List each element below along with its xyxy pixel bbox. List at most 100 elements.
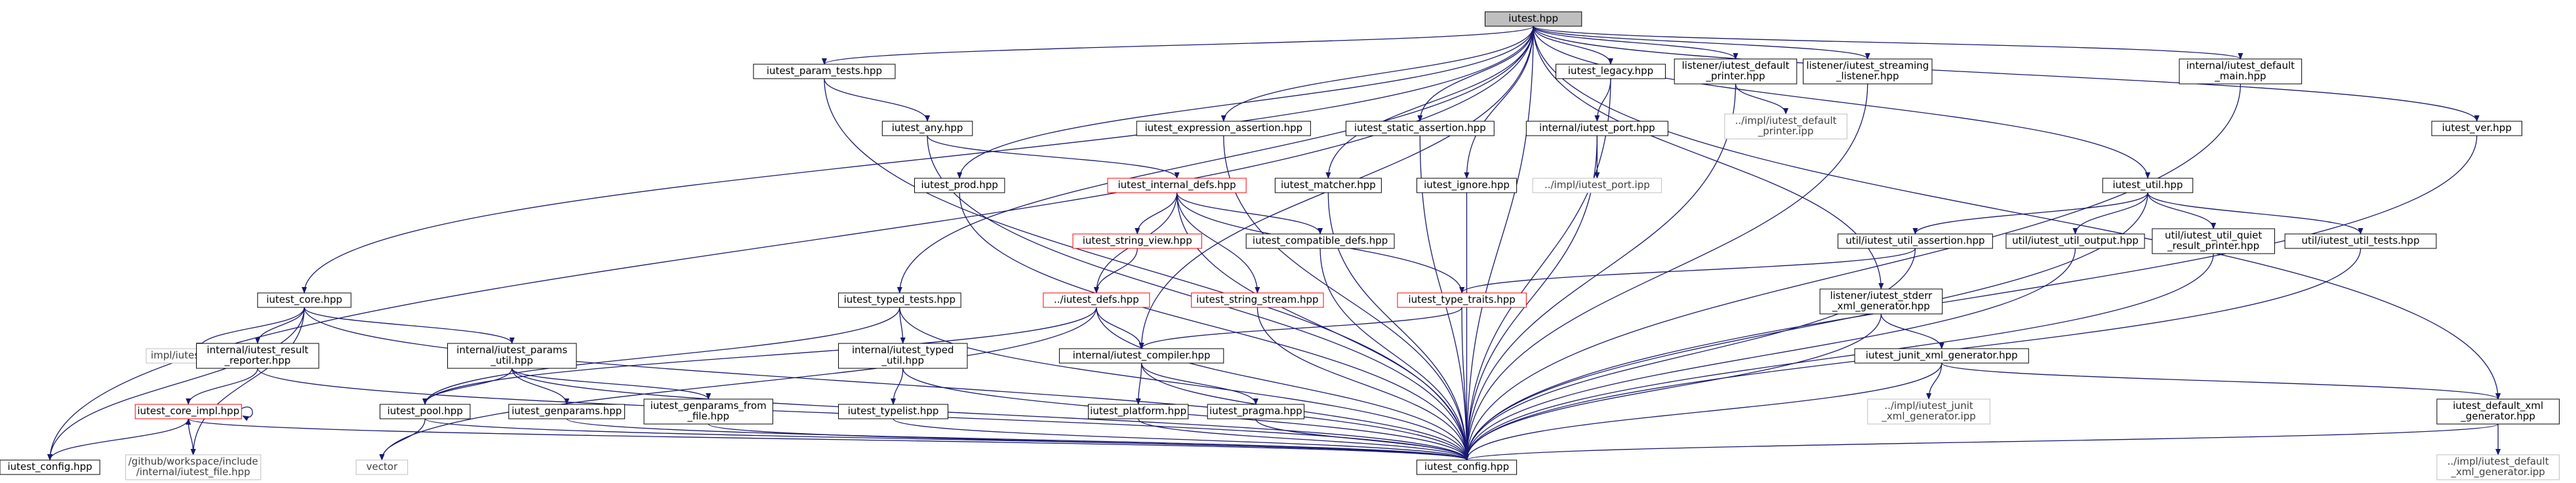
node-stderr_xml[interactable]: listener/iutest_stderr_xml_generator.hpp [1819,288,1943,315]
edge-default_printer-to-impl_default_printer [1735,83,1789,115]
node-string_view[interactable]: iutest_string_view.hpp [1072,233,1202,249]
node-any[interactable]: iutest_any.hpp [881,121,973,136]
edge-compatible_defs-to-iutest_config_main [1319,248,1470,461]
node-compatible_defs[interactable]: iutest_compatible_defs.hpp [1245,233,1395,249]
edge-root-to-param_tests [822,26,1534,65]
node-iutest_config_main[interactable]: iutest_config.hpp [1416,459,1518,475]
node-box [1556,64,1666,79]
node-default_printer[interactable]: listener/iutest_default_printer.hpp [1674,58,1798,85]
edge-param_tests-to-any [824,78,931,122]
node-box [2179,58,2303,85]
edge-util-to-util_tests [2147,192,2364,235]
node-box [2436,454,2560,480]
edge-pragma-to-iutest_config_main [1255,418,1470,461]
edge-legacy-to-iutest_config_main [1464,78,1611,461]
node-compiler[interactable]: internal/iutest_compiler.hpp [1058,348,1224,364]
edge-stderr_xml-to-junit_xml [1880,313,1944,349]
node-port[interactable]: internal/iutest_port.hpp [1525,121,1668,136]
edge-util_assertion-to-type_traits [1459,248,1916,294]
node-genparams_from_file[interactable]: iutest_genparams_from_file.hpp [643,398,773,425]
node-params_util[interactable]: internal/iutest_params_util.hpp [447,343,577,369]
node-label: iutest_junit_xml_generator.hpp [1866,349,2018,362]
node-type_traits[interactable]: iutest_type_traits.hpp [1397,292,1527,308]
node-box [1525,121,1668,136]
node-pragma[interactable]: iutest_pragma.hpp [1207,404,1305,419]
node-ignore[interactable]: iutest_ignore.hpp [1416,178,1518,193]
edge-default_xml-to-iutest_config_main [1464,423,2499,461]
edge-typed_util-to-typelist [891,368,904,405]
node-pool[interactable]: iutest_pool.hpp [379,404,471,419]
node-internal_defs[interactable]: iutest_internal_defs.hpp [1107,178,1247,193]
node-junit_xml[interactable]: iutest_junit_xml_generator.hpp [1854,348,2029,364]
node-label: iutest_config.hpp [8,461,92,473]
node-default_main[interactable]: internal/iutest_default_main.hpp [2179,58,2303,85]
node-box [881,121,973,136]
node-label: ../impl/iutest_port.ipp [1544,179,1650,191]
edge-platform-to-iutest_config_main [1138,418,1470,461]
node-label: iutest_matcher.hpp [1281,179,1376,191]
node-impl_default_xml[interactable]: ../impl/iutest_default_xml_generator.ipp [2436,454,2560,480]
node-label: iutest_compatible_defs.hpp [1253,235,1388,247]
node-platform[interactable]: iutest_platform.hpp [1088,404,1189,419]
node-box [1484,11,1582,27]
edge-junit_xml-to-default_xml [1941,362,2501,400]
node-label: internal/iutest_typed [852,344,954,357]
node-box [379,404,471,419]
node-util_assertion[interactable]: util/iutest_util_assertion.hpp [1838,233,1993,249]
node-prod[interactable]: iutest_prod.hpp [914,178,1005,193]
node-impl_default_printer[interactable]: ../impl/iutest_default_printer.ipp [1724,113,1847,140]
node-box [1724,113,1847,140]
edge-core-to-config [47,307,305,461]
node-label: iutest_any.hpp [892,122,963,134]
node-typed_tests[interactable]: iutest_typed_tests.hpp [838,292,961,308]
node-vector[interactable]: vector [355,459,409,475]
node-box [1803,58,1933,85]
node-util_tests[interactable]: util/iutest_util_tests.hpp [2284,233,2437,249]
edge-util_assertion-to-iutest_config_main [1464,248,1916,461]
node-typelist[interactable]: iutest_typelist.hpp [838,404,949,419]
edge-root-to-typed_tests [896,26,1534,294]
edge-type_traits-to-iutest_config_main [1461,307,1470,461]
edge-defs-to-compiler [1096,307,1144,349]
node-util[interactable]: iutest_util.hpp [2102,178,2194,193]
node-label: iutest_core.hpp [266,294,342,306]
edge-root-to-streaming_listener [1533,26,1870,60]
edge-typed_tests-to-pool [422,307,900,405]
node-core_impl[interactable]: iutest_core_impl.hpp [134,404,242,419]
node-genparams[interactable]: iutest_genparams.hpp [508,404,626,419]
node-string_stream[interactable]: iutest_string_stream.hpp [1191,292,1324,308]
node-util_quiet[interactable]: util/iutest_util_quiet_result_printer.hp… [2152,228,2275,254]
node-label: util/iutest_util_assertion.hpp [1845,235,1984,247]
node-config[interactable]: iutest_config.hpp [0,459,100,475]
node-matcher[interactable]: iutest_matcher.hpp [1274,178,1382,193]
node-box [1867,398,1990,425]
node-legacy[interactable]: iutest_legacy.hpp [1556,64,1666,79]
node-box [1416,178,1518,193]
node-core[interactable]: iutest_core.hpp [257,292,352,308]
node-expression_assertion[interactable]: iutest_expression_assertion.hpp [1136,121,1311,136]
edge-core-to-iutest_config_main [304,307,1470,461]
node-default_xml[interactable]: iutest_default_xml_generator.hpp [2436,398,2560,425]
node-root[interactable]: iutest.hpp [1484,11,1582,27]
node-typed_util[interactable]: internal/iutest_typed_util.hpp [838,343,968,369]
node-streaming_listener[interactable]: listener/iutest_streaming_listener.hpp [1803,58,1933,85]
node-label: iutest_static_assertion.hpp [1354,122,1486,134]
node-box [2152,228,2275,254]
node-static_assertion[interactable]: iutest_static_assertion.hpp [1345,121,1495,136]
node-label: _xml_generator.hpp [1832,300,1930,313]
node-defs[interactable]: ../iutest_defs.hpp [1043,292,1150,308]
node-github_file[interactable]: /github/workspace/include/internal/iutes… [125,454,262,480]
node-impl_junit[interactable]: ../impl/iutest_junit_xml_generator.ipp [1867,398,1990,425]
edge-params_util-to-genparams_from_file [512,368,712,400]
edge-defs-to-vector [379,307,1097,461]
edge-root-to-config [47,26,1534,461]
node-param_tests[interactable]: iutest_param_tests.hpp [753,64,896,79]
node-util_output[interactable]: util/iutest_util_output.hpp [2005,233,2145,249]
edge-root-to-default_xml [1533,26,2501,400]
node-label: iutest_param_tests.hpp [767,65,882,77]
node-label: _util.hpp [881,355,924,367]
node-box [2102,178,2194,193]
node-result_reporter[interactable]: internal/iutest_result_reporter.hpp [196,343,319,369]
node-impl_port[interactable]: ../impl/iutest_port.ipp [1532,178,1662,193]
node-ver[interactable]: iutest_ver.hpp [2431,121,2523,136]
